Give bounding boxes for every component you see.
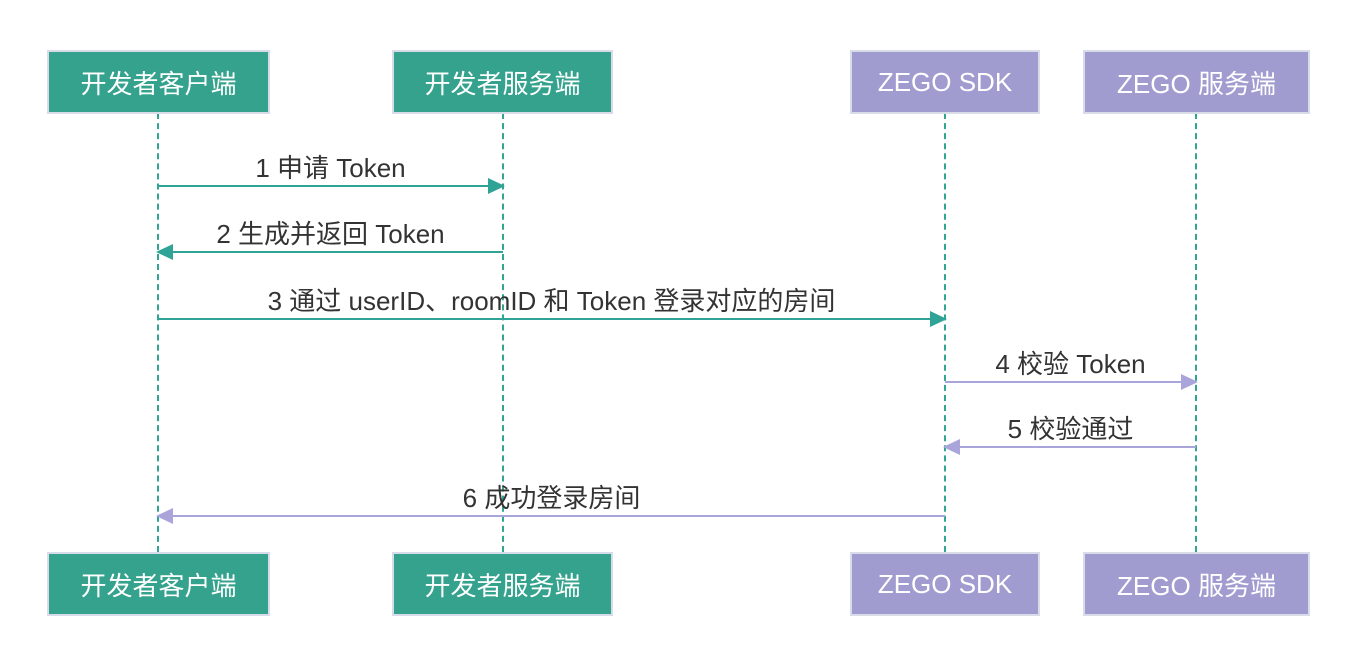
actor-zego-sdk-label: ZEGO SDK <box>877 66 1013 97</box>
actor-dev-server-bottom: 开发者服务端 <box>392 552 613 616</box>
actor-dev-client-label: 开发者客户端 <box>80 68 237 99</box>
actor-dev-client-bottom: 开发者客户端 <box>47 552 270 616</box>
message-1-label: 1 申请 Token <box>255 153 406 183</box>
message-5-line <box>945 446 1196 448</box>
actor-dev-client-top: 开发者客户端 <box>47 50 270 114</box>
message-4-label: 4 校验 Token <box>995 349 1146 379</box>
message-6-arrowhead-icon <box>156 508 173 524</box>
actor-dev-server-label-bottom: 开发者服务端 <box>424 570 581 601</box>
message-4: 4 校验 Token <box>945 346 1198 390</box>
message-6-label: 6 成功登录房间 <box>462 483 641 513</box>
lifeline-dev-client <box>157 113 159 552</box>
message-5-label: 5 校验通过 <box>1007 414 1134 444</box>
message-5-arrowhead-icon <box>943 439 960 455</box>
lifeline-zego-server <box>1195 113 1197 552</box>
message-4-arrowhead-icon <box>1181 374 1198 390</box>
message-6: 6 成功登录房间 <box>156 480 945 524</box>
message-2-line <box>158 251 503 253</box>
actor-zego-server-top: ZEGO 服务端 <box>1083 50 1310 114</box>
actor-zego-sdk-label-bottom: ZEGO SDK <box>877 568 1013 599</box>
message-2-arrowhead-icon <box>156 244 173 260</box>
message-1-arrowhead-icon <box>488 178 505 194</box>
message-1: 1 申请 Token <box>158 150 505 194</box>
message-3-label: 3 通过 userID、roomID 和 Token 登录对应的房间 <box>267 286 836 316</box>
actor-zego-server-bottom: ZEGO 服务端 <box>1083 552 1310 616</box>
message-4-line <box>945 381 1196 383</box>
message-3-line <box>158 318 945 320</box>
actor-zego-sdk-top: ZEGO SDK <box>850 50 1040 114</box>
lifeline-dev-server <box>502 113 504 552</box>
actor-dev-server-label: 开发者服务端 <box>424 68 581 99</box>
message-2: 2 生成并返回 Token <box>156 216 503 260</box>
message-2-label: 2 生成并返回 Token <box>216 219 445 249</box>
message-3: 3 通过 userID、roomID 和 Token 登录对应的房间 <box>158 283 947 327</box>
actor-dev-client-label-bottom: 开发者客户端 <box>80 570 237 601</box>
message-5: 5 校验通过 <box>943 411 1196 455</box>
message-1-line <box>158 185 503 187</box>
message-3-arrowhead-icon <box>930 311 947 327</box>
actor-zego-server-label: ZEGO 服务端 <box>1117 68 1276 99</box>
lifeline-zego-sdk <box>944 113 946 552</box>
actor-dev-server-top: 开发者服务端 <box>392 50 613 114</box>
actor-zego-server-label-bottom: ZEGO 服务端 <box>1117 570 1276 601</box>
actor-zego-sdk-bottom: ZEGO SDK <box>850 552 1040 616</box>
message-6-line <box>158 515 945 517</box>
